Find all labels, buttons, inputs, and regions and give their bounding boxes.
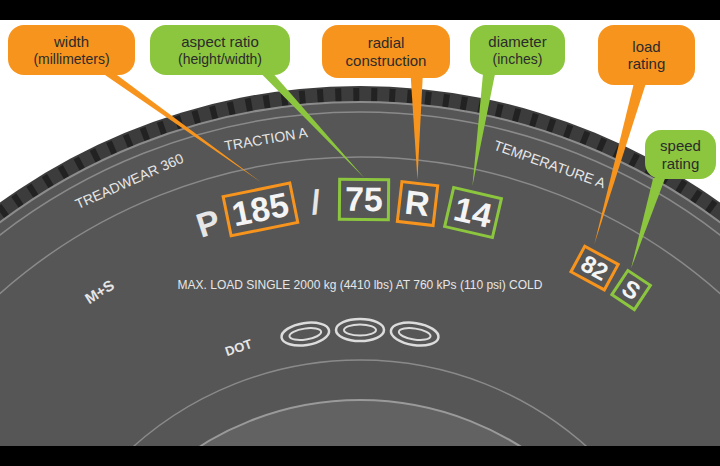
value-box: 82 (569, 245, 620, 293)
callout-tail (411, 77, 423, 180)
sidewall-text: TRACTION A (223, 125, 309, 155)
sidewall-text: P (191, 201, 225, 247)
callout-text: (inches) (493, 51, 543, 67)
sidewall-text: TEMPERATURE A (492, 137, 608, 192)
callout-text: width (54, 33, 89, 50)
callout-text: speed rating (660, 137, 701, 172)
callout-text: (height/width) (178, 51, 262, 67)
dot-code-oval (336, 319, 384, 341)
dot-code-oval (389, 320, 440, 349)
sidewall-ring (0, 112, 720, 466)
value-text: 82 (576, 250, 612, 286)
callout-bubble: speed rating (645, 130, 716, 179)
callout-text: radial construction (346, 34, 427, 69)
tire-sidewall (0, 102, 720, 466)
tire-tread (0, 86, 720, 466)
value-box: 185 (221, 182, 299, 239)
tread-grooves (0, 95, 720, 466)
callout-bubble: radial construction (322, 25, 450, 78)
callout-text: load rating (628, 38, 666, 73)
callout-tail (594, 84, 645, 245)
value-text: S (617, 274, 645, 305)
sidewall-ring (0, 157, 720, 466)
sidewall-text: TREADWEAR 360 (72, 150, 185, 213)
callout-text: (millimeters) (33, 51, 109, 67)
sidewall-text: DOT (223, 336, 254, 360)
callout-tail (262, 74, 365, 178)
callout-text: diameter (488, 33, 546, 50)
sidewall-text: M+S (82, 276, 118, 308)
callout-bubble: width(millimeters) (8, 25, 135, 75)
dot-code-oval (280, 320, 331, 349)
value-box: 14 (442, 186, 502, 240)
value-text: R (403, 182, 432, 223)
value-box: R (396, 180, 439, 228)
sidewall-text: / (309, 181, 322, 222)
top-bar (0, 0, 720, 20)
callout-tail (631, 178, 665, 269)
value-text: 185 (229, 185, 292, 234)
sidewall-text: MAX. LOAD SINGLE 2000 kg (4410 lbs) AT 7… (178, 278, 543, 292)
value-text: 75 (345, 180, 383, 218)
callout-text: aspect ratio (181, 33, 259, 50)
callout-bubble: aspect ratio(height/width) (150, 25, 290, 75)
bottom-bar (0, 446, 720, 466)
callout-tail (472, 74, 495, 186)
value-box: S (610, 269, 653, 313)
callout-bubble: load rating (598, 25, 695, 85)
value-text: 14 (450, 189, 495, 235)
callout-bubble: diameter(inches) (470, 25, 565, 75)
value-box: 75 (338, 178, 390, 222)
